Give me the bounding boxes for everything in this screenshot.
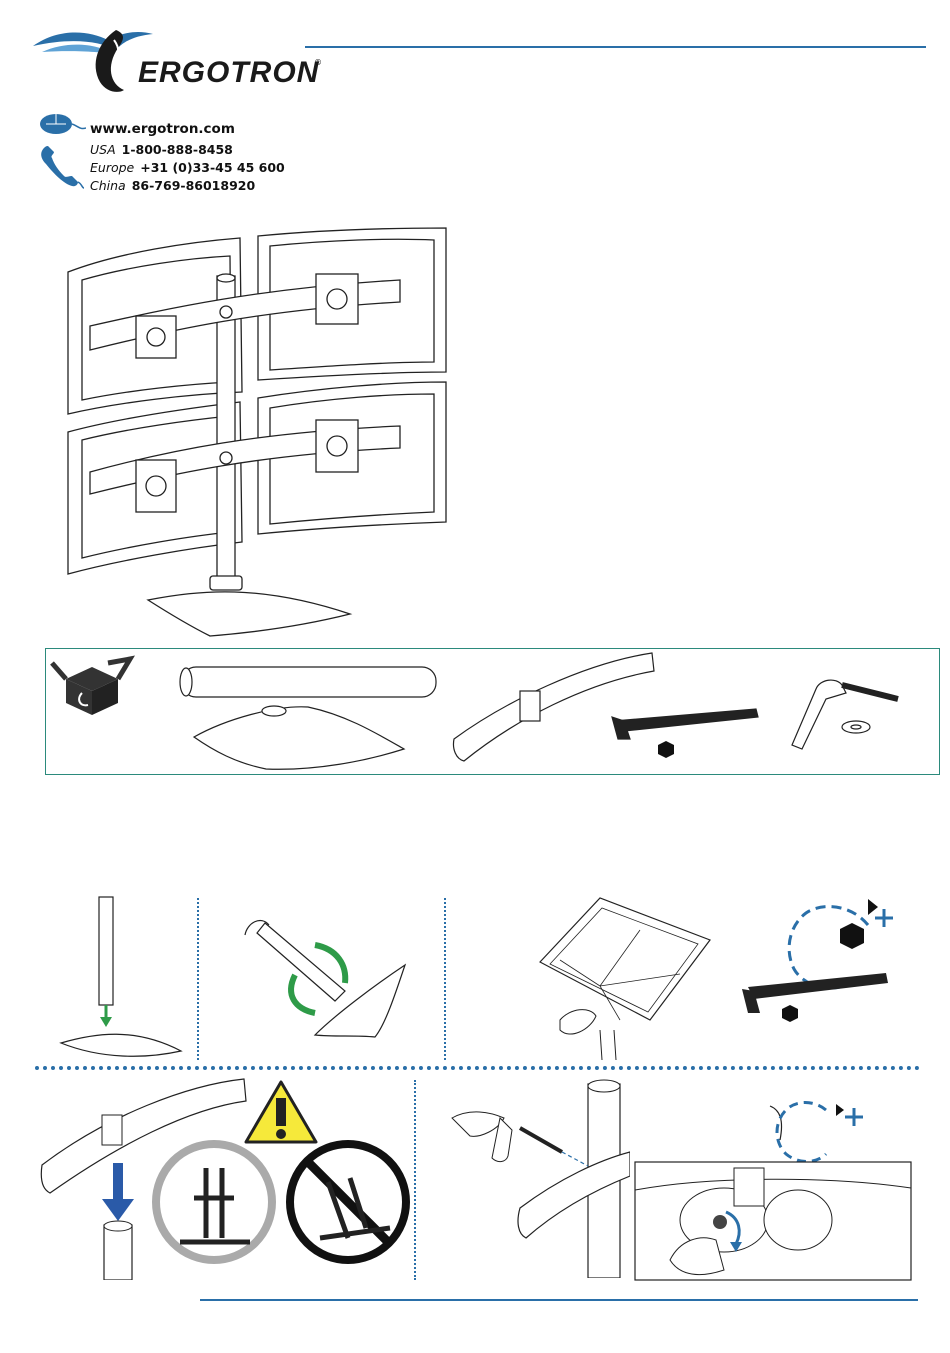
region-label: Europe — [90, 160, 134, 175]
section-divider — [35, 1066, 920, 1070]
parts-illustrations — [46, 649, 939, 774]
warning-icon — [246, 1082, 316, 1142]
phone-number: 86-769-86018920 — [132, 178, 255, 193]
step-divider — [414, 1080, 416, 1280]
brand-name: ERGOTRON — [138, 56, 319, 90]
warning-correct-incorrect — [150, 1078, 420, 1268]
contact-icons — [38, 112, 86, 192]
rotate-tighten-icon — [777, 1103, 863, 1162]
phone-number: +31 (0)33-45 45 600 — [140, 160, 285, 175]
phone-icon — [41, 146, 84, 188]
mouse-icon — [40, 114, 86, 134]
step-insert-pole — [55, 895, 195, 1060]
phone-china: China 86-769-86018920 — [90, 178, 255, 193]
step-install-knob — [450, 1078, 630, 1278]
phone-number: 1-800-888-8458 — [122, 142, 233, 157]
step-divider — [444, 898, 446, 1060]
header-rule — [305, 46, 926, 48]
package-contents-icon — [52, 659, 130, 715]
quad-monitor-stand-illustration — [60, 222, 460, 642]
step-secure-base — [530, 890, 730, 1065]
phone-usa: USA 1-800-888-8458 — [90, 142, 233, 157]
registered-mark: ® — [314, 58, 322, 67]
footer-rule — [200, 1299, 918, 1301]
website-link[interactable]: www.ergotron.com — [90, 121, 235, 137]
phone-europe: Europe +31 (0)33-45 45 600 — [90, 160, 285, 175]
region-label: China — [90, 178, 126, 193]
rotate-tighten-icon — [738, 895, 898, 1035]
step-rotate-pole — [235, 905, 415, 1055]
knob-detail-inset — [630, 1100, 920, 1285]
ergotron-logo: ERGOTRON ® — [28, 18, 328, 98]
step-divider — [197, 898, 199, 1060]
region-label: USA — [90, 142, 116, 157]
